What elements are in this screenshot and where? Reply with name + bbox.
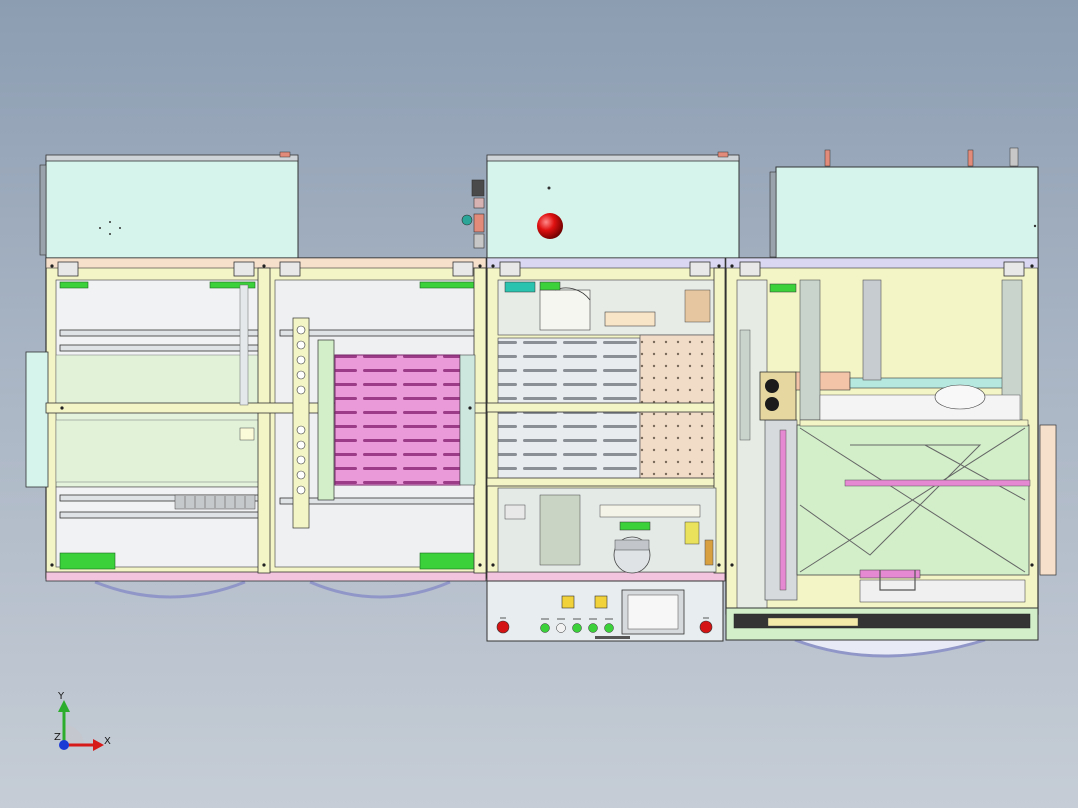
right-module[interactable] <box>725 147 1057 641</box>
emergency-stop-right[interactable] <box>699 620 713 634</box>
left-module[interactable] <box>25 151 487 582</box>
middle-module[interactable] <box>461 151 740 642</box>
bottom-wheels <box>94 580 986 658</box>
pneumatic-valves <box>461 179 485 249</box>
y-axis-label: Y <box>57 691 65 702</box>
coordinate-triad: Y X Z <box>54 691 111 751</box>
warning-beacon <box>537 213 563 239</box>
indicator-light-5[interactable] <box>604 623 614 633</box>
indicator-light-2[interactable] <box>556 623 566 633</box>
indicator-light-4[interactable] <box>588 623 598 633</box>
x-axis-label: X <box>104 736 111 747</box>
z-axis-label: Z <box>54 732 61 743</box>
indicator-light-3[interactable] <box>572 623 582 633</box>
emergency-stop-left[interactable] <box>496 620 510 634</box>
indicator-light-1[interactable] <box>540 623 550 633</box>
control-panel[interactable] <box>486 580 724 642</box>
